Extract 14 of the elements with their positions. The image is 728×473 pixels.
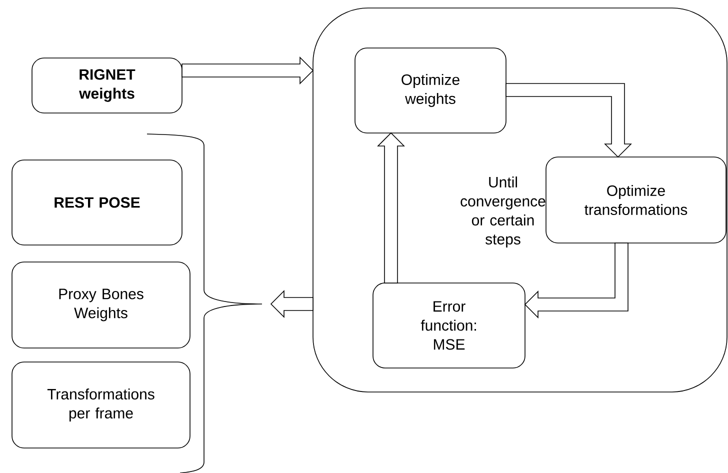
process-box: Optimize transformations	[546, 156, 726, 244]
process-box: Optimize weights	[354, 48, 506, 134]
output-box: REST POSE	[12, 160, 182, 246]
block-arrow	[506, 83, 632, 158]
process-box: RIGNET weights	[32, 58, 182, 114]
block-arrow	[377, 132, 405, 284]
block-arrow	[524, 242, 628, 318]
output-box: Proxy Bones Weights	[12, 262, 190, 348]
container-box	[312, 8, 728, 392]
output-box: Transformations per frame	[12, 362, 190, 448]
process-box: Error function: MSE	[372, 282, 526, 368]
loop-note: Until convergence or certain steps	[460, 176, 546, 248]
block-arrow	[270, 290, 314, 318]
block-arrow	[182, 56, 314, 84]
